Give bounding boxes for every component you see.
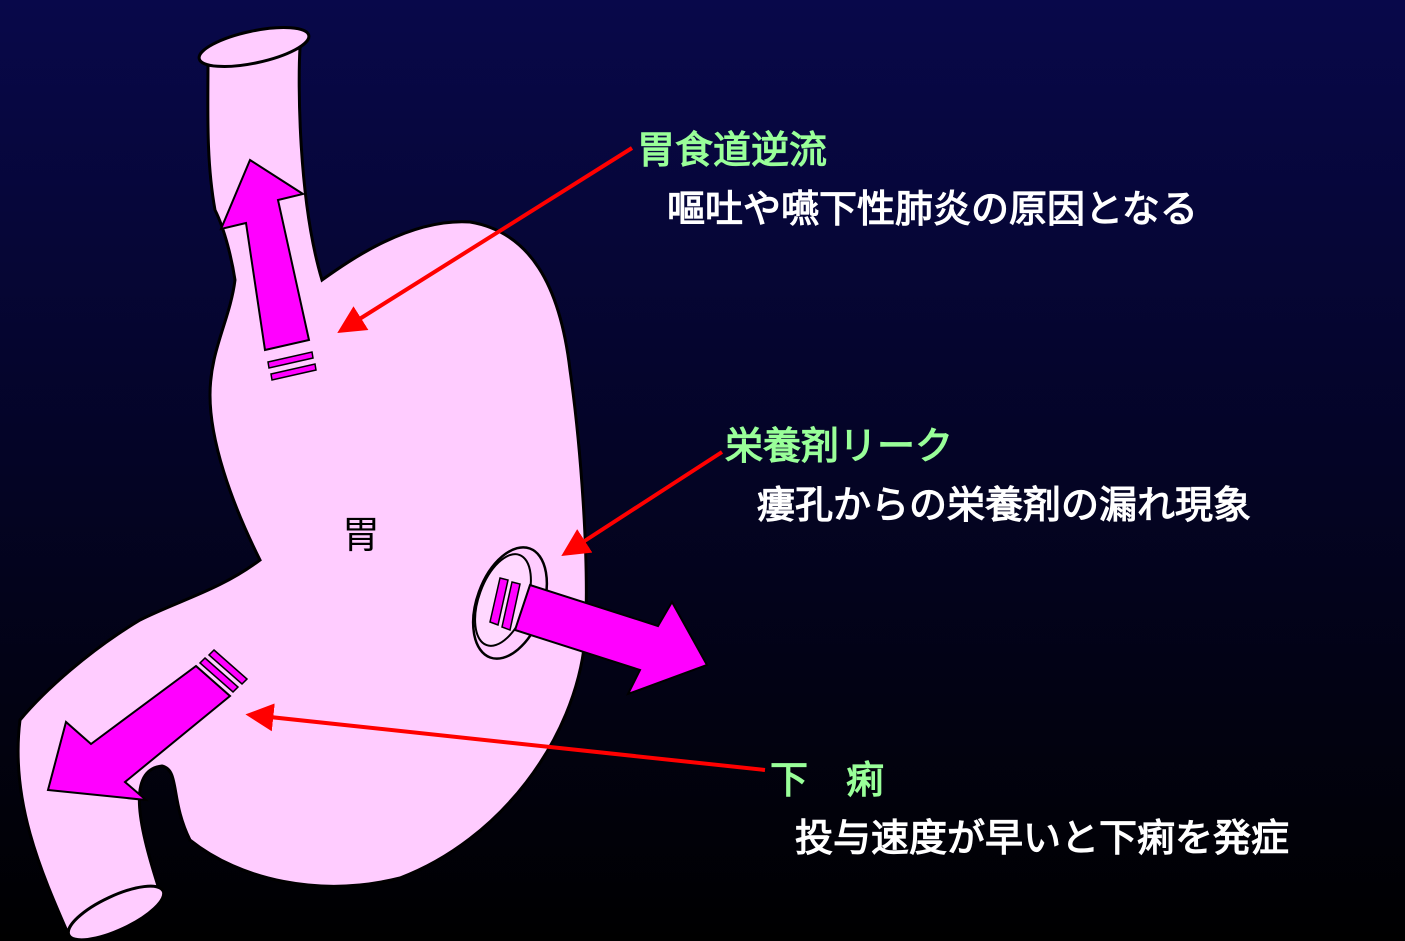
reflux-heading: 胃食道逆流 <box>637 128 827 172</box>
reflux-description: 嘔吐や嚥下性肺炎の原因となる <box>667 187 1198 231</box>
organ-label: 胃 <box>342 513 380 557</box>
diarrhea-description: 投与速度が早いと下痢を発症 <box>795 816 1289 860</box>
stomach-shape <box>18 48 586 938</box>
leak-heading: 栄養剤リーク <box>725 424 953 468</box>
diarrhea-heading: 下 痢 <box>770 758 884 802</box>
leak-pointer-arrow <box>566 452 722 553</box>
leak-description: 瘻孔からの栄養剤の漏れ現象 <box>757 483 1251 527</box>
